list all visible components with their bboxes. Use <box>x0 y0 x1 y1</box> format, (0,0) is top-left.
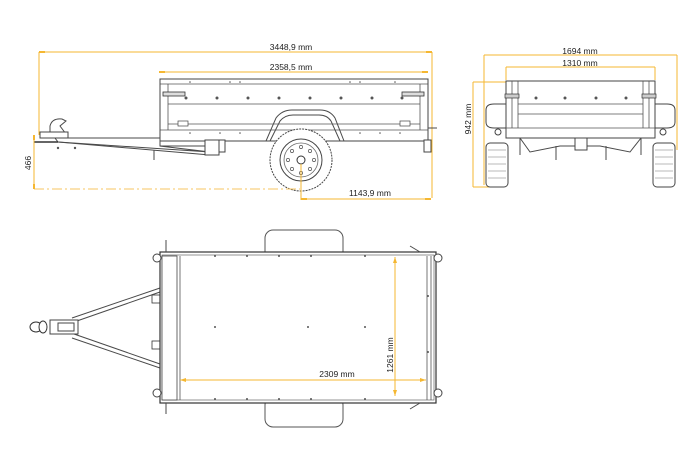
dim-overall-length: 3448,9 mm <box>270 42 313 52</box>
dim-overall-width: 1694 mm <box>562 46 597 56</box>
dim-box-length: 2358,5 mm <box>270 62 313 72</box>
dim-box-width: 1310 mm <box>562 58 597 68</box>
dim-inner-width: 1261 mm <box>385 337 395 372</box>
dim-axle-to-rear: 1143,9 mm <box>349 188 391 198</box>
dim-height: 942 mm <box>463 104 473 135</box>
rear-view: 1694 mm 1310 mm 942 mm <box>463 46 678 188</box>
dim-coupling-height: 466 <box>23 156 33 170</box>
dim-inner-length: 2309 mm <box>319 369 354 379</box>
side-view: 466 3448,9 mm 2358,5 mm 1143,9 mm <box>23 42 437 200</box>
top-view: 2309 mm 1261 mm <box>29 229 443 428</box>
